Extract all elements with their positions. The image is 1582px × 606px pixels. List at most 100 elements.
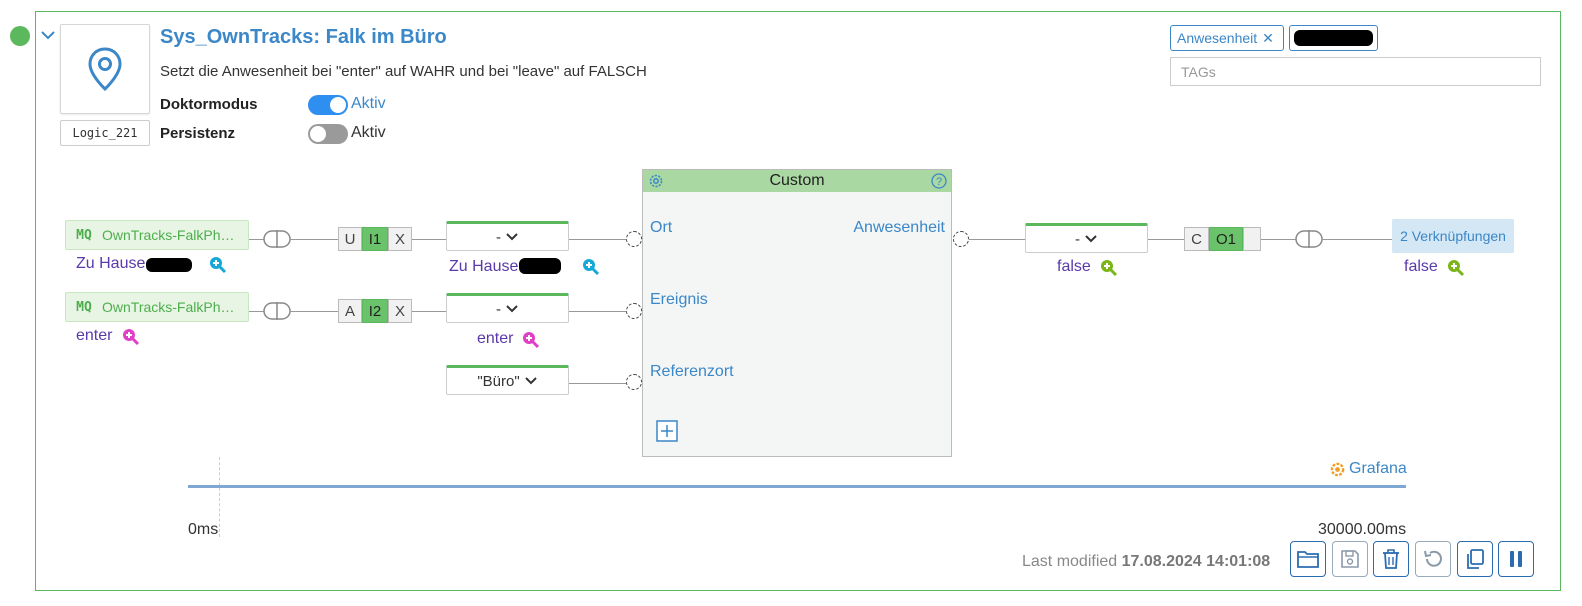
chevron-down-icon — [506, 305, 518, 313]
persistenz-toggle[interactable] — [308, 124, 348, 144]
zoom-icon[interactable] — [522, 331, 540, 353]
mq-badge: MQ — [76, 227, 92, 243]
grafana-link[interactable]: Grafana — [1330, 460, 1407, 478]
mode-x-cell[interactable]: X — [388, 227, 412, 251]
timeline-marker — [219, 457, 220, 537]
doktormodus-state: Aktiv — [351, 95, 386, 112]
folder-icon — [1297, 551, 1319, 568]
input-mq-2[interactable]: MQ OwnTracks-FalkPh… — [65, 292, 249, 322]
output-dropdown[interactable]: - — [1025, 223, 1148, 253]
copy-button[interactable] — [1457, 541, 1493, 577]
custom-block-title: Custom — [769, 172, 825, 189]
port-referenzort: Referenzort — [650, 363, 734, 380]
custom-block-header: Custom — [643, 170, 951, 192]
logic-title[interactable]: Sys_OwnTracks: Falk im Büro — [160, 26, 447, 48]
last-modified: Last modified 17.08.2024 14:01:08 — [1022, 553, 1270, 571]
copy-icon — [1467, 549, 1484, 569]
mode-i1-cell[interactable]: I1 — [362, 227, 388, 251]
svg-text:?: ? — [936, 176, 942, 188]
mode-c-cell[interactable]: C — [1184, 227, 1209, 251]
tag-remove-icon[interactable]: ✕ — [1262, 29, 1274, 46]
trigger-mode-1: U I1 X — [338, 227, 412, 251]
logic-description: Setzt die Anwesenheit bei "enter" auf WA… — [160, 63, 647, 80]
zoom-icon[interactable] — [582, 258, 600, 280]
timeline-end: 30000.00ms — [1318, 521, 1407, 538]
port-ort: Ort — [650, 219, 673, 236]
pause-button[interactable] — [1498, 541, 1534, 577]
link-line — [569, 383, 626, 384]
mode-u-cell[interactable]: U — [338, 227, 362, 251]
input-port-connector[interactable] — [626, 374, 642, 390]
mq-topic-name: OwnTracks-FalkPh… — [102, 227, 235, 243]
location-pin-icon — [88, 47, 122, 92]
logic-icon-box[interactable] — [60, 24, 150, 114]
redacted-mark — [146, 258, 192, 272]
link-line — [969, 239, 1025, 240]
undo-button[interactable] — [1415, 541, 1451, 577]
link-connector-icon[interactable] — [262, 229, 292, 253]
collapse-chevron-icon[interactable] — [40, 28, 56, 40]
mode-i2-cell[interactable]: I2 — [362, 299, 388, 323]
input-port-connector[interactable] — [626, 303, 642, 319]
mode-o1-cell[interactable]: O1 — [1209, 227, 1243, 251]
redacted-mark — [1294, 30, 1373, 46]
downstream-value-2: enter — [477, 330, 514, 347]
open-folder-button[interactable] — [1290, 541, 1326, 577]
mode-x-cell[interactable]: X — [388, 299, 412, 323]
grafana-icon — [1330, 462, 1345, 476]
last-modified-value: 17.08.2024 14:01:08 — [1121, 553, 1271, 570]
link-connector-icon[interactable] — [262, 301, 292, 325]
output-port-connector[interactable] — [953, 231, 969, 247]
chevron-down-icon — [524, 377, 537, 385]
custom-block[interactable]: Custom ? Ort Ereignis Referenzort Anwese… — [642, 169, 952, 457]
doktormodus-toggle[interactable] — [308, 95, 348, 115]
zoom-icon[interactable] — [122, 328, 140, 350]
add-port-icon[interactable] — [656, 420, 678, 446]
delete-button[interactable] — [1373, 541, 1409, 577]
link-line — [412, 239, 446, 240]
mq-badge: MQ — [76, 299, 92, 315]
save-button[interactable] — [1332, 541, 1368, 577]
input-mq-1[interactable]: MQ OwnTracks-FalkPh… — [65, 220, 249, 250]
mode-a-cell[interactable]: A — [338, 299, 362, 323]
link-line — [290, 311, 338, 312]
timeline-bar[interactable] — [188, 485, 1406, 488]
grafana-label: Grafana — [1349, 460, 1407, 477]
link-line — [412, 311, 446, 312]
link-line — [569, 311, 626, 312]
zoom-icon[interactable] — [1447, 259, 1465, 281]
input-dropdown-2[interactable]: - — [446, 293, 569, 323]
dropdown-value: - — [496, 228, 501, 246]
status-indicator — [10, 26, 30, 46]
logic-id-label: Logic_221 — [60, 120, 150, 146]
port-ereignis: Ereignis — [650, 291, 708, 308]
zoom-icon[interactable] — [209, 256, 227, 278]
input-dropdown-1[interactable]: - — [446, 221, 569, 251]
link-line — [290, 239, 338, 240]
help-icon[interactable]: ? — [931, 173, 947, 193]
save-icon — [1341, 550, 1359, 568]
zoom-icon[interactable] — [1100, 259, 1118, 281]
input-value-1: Zu Hause — [76, 255, 146, 272]
tags-input[interactable]: TAGs — [1170, 57, 1541, 86]
mode-empty-cell[interactable] — [1243, 227, 1261, 251]
output-value: false — [1057, 258, 1091, 275]
trigger-mode-2: A I2 X — [338, 299, 412, 323]
link-line — [249, 239, 269, 240]
undo-icon — [1424, 550, 1442, 567]
link-line — [569, 239, 626, 240]
link-connector-icon[interactable] — [1294, 229, 1324, 253]
link-line — [1322, 239, 1392, 240]
dropdown-value: "Büro" — [477, 372, 520, 390]
gear-icon[interactable] — [648, 173, 664, 193]
input-dropdown-3[interactable]: "Büro" — [446, 365, 569, 395]
tag-label: Anwesenheit — [1177, 30, 1258, 46]
pause-icon — [1510, 551, 1522, 567]
link-line — [1261, 239, 1297, 240]
verknuepfungen-badge[interactable]: 2 Verknüpfungen — [1392, 219, 1514, 253]
output-mode: C O1 — [1184, 227, 1261, 251]
persistenz-label: Persistenz — [160, 125, 236, 142]
redacted-mark — [519, 258, 561, 274]
tag-anwesenheit: Anwesenheit ✕ — [1170, 25, 1284, 51]
input-port-connector[interactable] — [626, 231, 642, 247]
